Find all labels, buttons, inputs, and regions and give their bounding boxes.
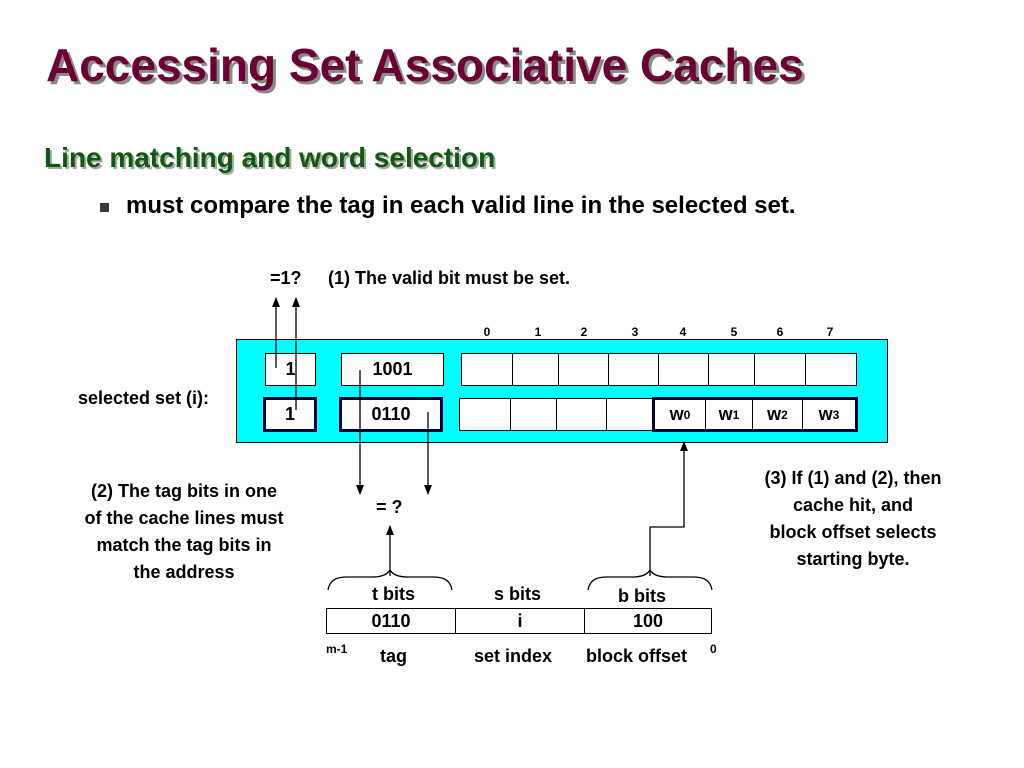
b-bits-brace [587, 568, 713, 591]
lsb-label: 0 [710, 642, 717, 656]
word-sub: 1 [732, 407, 740, 422]
t-bits-label: t bits [372, 584, 415, 604]
block-index: 0 [483, 325, 491, 339]
page-title: Accessing Set Associative Caches [46, 39, 804, 91]
block-index: 7 [826, 325, 834, 339]
block-index: 5 [730, 325, 738, 339]
note-line: of the cache lines must [84, 508, 284, 528]
block-index: 6 [776, 325, 784, 339]
note-valid-bit: (1) The valid bit must be set. [328, 268, 571, 288]
line1-block-byte [708, 353, 755, 386]
selected-set-label: selected set (i): [78, 388, 210, 408]
line1-valid-bit: 1 [265, 353, 316, 386]
t-bits-brace [327, 568, 453, 591]
bullet-text: must compare the tag in each valid line … [126, 192, 796, 219]
msb-label: m-1 [326, 642, 348, 656]
line1-block-byte [658, 353, 709, 386]
word-base: w [718, 404, 733, 424]
block-index: 4 [679, 325, 687, 339]
word-sub: 0 [683, 407, 691, 422]
line1-block-byte [754, 353, 806, 386]
note-line: (3) If (1) and (2), then [764, 468, 942, 488]
line2-valid-bit: 1 [263, 397, 317, 432]
word-sub: 3 [832, 407, 840, 422]
line2-tag: 0110 [339, 397, 443, 432]
word-base: w [818, 404, 833, 424]
line2-block-byte [556, 398, 607, 431]
word-sub: 2 [781, 407, 788, 422]
line1-block-byte [461, 353, 513, 386]
line1-block-byte [558, 353, 609, 386]
bullet-square-icon [100, 203, 109, 212]
b-bits-label: b bits [618, 586, 666, 606]
note-line: block offset selects [769, 522, 937, 542]
valid-check-label: =1? [270, 268, 302, 288]
line1-tag: 1001 [341, 353, 444, 386]
address-block-offset-field: 100 [584, 608, 712, 634]
word-base: w [669, 404, 684, 424]
block-offset-arrow [649, 441, 688, 576]
line1-block-byte [512, 353, 559, 386]
section-heading: Line matching and word selection [44, 142, 496, 173]
note-line: starting byte. [796, 549, 910, 569]
note-line: cache hit, and [792, 495, 914, 515]
address-set-index-field: i [455, 608, 585, 634]
note-line: (2) The tag bits in one [90, 481, 277, 501]
note-line: match the tag bits in [96, 535, 272, 555]
note-tag-match: (2) The tag bits in one of the cache lin… [48, 478, 320, 586]
block-offset-name-label: block offset [586, 646, 688, 666]
word-base: w [767, 404, 782, 424]
tag-name-label: tag [380, 646, 407, 666]
note-cache-hit: (3) If (1) and (2), then cache hit, and … [728, 465, 978, 573]
block-index: 1 [534, 325, 542, 339]
line1-block-byte [805, 353, 857, 386]
s-bits-label: s bits [494, 584, 542, 604]
set-index-name-label: set index [474, 646, 553, 666]
note-line: the address [133, 562, 235, 582]
line2-block-byte [606, 398, 655, 431]
block-index: 3 [631, 325, 639, 339]
block-index: 2 [580, 325, 588, 339]
tag-compare-label: = ? [376, 497, 403, 517]
